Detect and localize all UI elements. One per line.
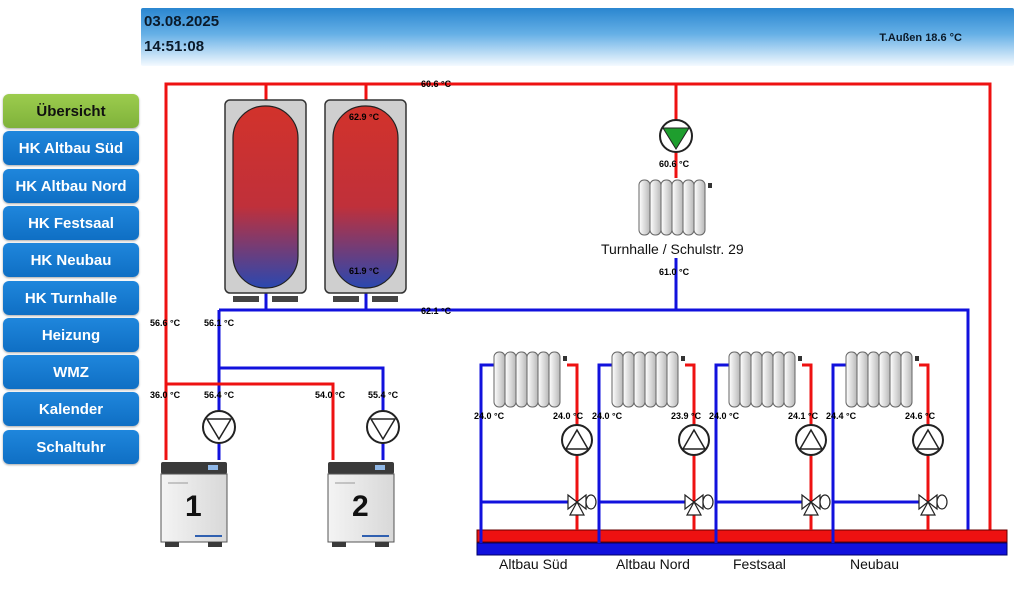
boiler-return-pipe-2	[219, 366, 385, 460]
festsaal-label: Festsaal	[733, 556, 786, 572]
neubau-radiator-icon	[845, 351, 919, 408]
temp-boiler2-flow: 54.0 °C	[315, 390, 346, 400]
altbau-nord-radiator-icon	[611, 351, 685, 408]
date-display: 03.08.2025	[144, 13, 220, 30]
temp-boiler1-flow: 36.0 °C	[150, 390, 181, 400]
temp-altbau-sued-return: 24.0 °C	[474, 411, 505, 421]
altbau-nord-pump-icon[interactable]	[678, 424, 710, 456]
circuit-festsaal	[714, 351, 831, 543]
outside-temperature: T.Außen 18.6 °C	[879, 32, 962, 44]
festsaal-mixing-valve-icon[interactable]	[801, 493, 831, 516]
boiler1-pump-icon[interactable]	[202, 410, 236, 444]
nav-hk-festsaal-button[interactable]: HK Festsaal	[3, 206, 139, 240]
boiler2-number: 2	[352, 490, 369, 523]
nav-hk-neubau-button[interactable]: HK Neubau	[3, 243, 139, 277]
pipes	[164, 82, 992, 545]
nav-hk-turnhalle-button[interactable]: HK Turnhalle	[3, 281, 139, 315]
boiler-1	[160, 462, 228, 547]
buffer-tank-2	[324, 99, 407, 302]
altbau-nord-label: Altbau Nord	[616, 556, 690, 572]
altbau-sued-radiator-icon	[493, 351, 567, 408]
temp-tank2-bottom: 61.9 °C	[349, 266, 380, 276]
main-flow-pipe	[164, 82, 992, 530]
temp-festsaal-return: 24.0 °C	[709, 411, 740, 421]
nav-schaltuhr-button[interactable]: Schaltuhr	[3, 430, 139, 464]
buffer-tank-1	[224, 99, 307, 302]
temp-boiler1-return: 56.4 °C	[204, 390, 235, 400]
altbau-nord-mixing-valve-icon[interactable]	[684, 493, 714, 516]
nav-heizung-button[interactable]: Heizung	[3, 318, 139, 352]
boiler1-number: 1	[185, 490, 202, 523]
turnhalle-radiator-icon	[638, 179, 712, 236]
altbau-sued-label: Altbau Süd	[499, 556, 568, 572]
header-bar: 03.08.2025 14:51:08 T.Außen 18.6 °C	[141, 8, 1014, 66]
temp-boiler2-return: 55.4 °C	[368, 390, 399, 400]
circuit-altbau-sued	[479, 351, 597, 543]
turnhalle-label: Turnhalle / Schulstr. 29	[601, 241, 744, 257]
temp-flow-main: 60.6 °C	[421, 79, 452, 89]
distributor-return-bar	[476, 542, 1008, 556]
altbau-sued-mixing-valve-icon[interactable]	[567, 493, 597, 516]
festsaal-radiator-icon	[728, 351, 802, 408]
temp-neubau-flow: 24.6 °C	[905, 411, 936, 421]
neubau-label: Neubau	[850, 556, 900, 572]
temp-altbau-nord-flow: 23.9 °C	[671, 411, 702, 421]
temp-return-main: 62.1 °C	[421, 306, 452, 316]
temp-neubau-return: 24.4 °C	[826, 411, 857, 421]
circuit-altbau-nord	[597, 351, 714, 543]
neubau-pump-icon[interactable]	[912, 424, 944, 456]
time-display: 14:51:08	[144, 38, 205, 55]
nav-hk-altbau-sued-button[interactable]: HK Altbau Süd	[3, 131, 139, 165]
distributor-flow-bar	[476, 529, 1008, 543]
nav-uebersicht-button[interactable]: Übersicht	[3, 94, 139, 128]
temp-turnhalle-flow: 60.6 °C	[659, 159, 690, 169]
nav-hk-altbau-nord-button[interactable]: HK Altbau Nord	[3, 169, 139, 203]
temp-tank2-top: 62.9 °C	[349, 112, 380, 122]
temp-boiler-left: 56.6 °C	[150, 318, 181, 328]
circuit-neubau	[831, 351, 948, 543]
altbau-sued-pump-icon[interactable]	[561, 424, 593, 456]
temp-altbau-sued-flow: 24.0 °C	[553, 411, 584, 421]
nav-wmz-button[interactable]: WMZ	[3, 355, 139, 389]
temp-turnhalle-return: 61.0 °C	[659, 267, 690, 277]
nav-kalender-button[interactable]: Kalender	[3, 392, 139, 426]
main-return-pipe	[219, 308, 970, 545]
temp-altbau-nord-return: 24.0 °C	[592, 411, 623, 421]
neubau-mixing-valve-icon[interactable]	[918, 493, 948, 516]
turnhalle-pump-icon[interactable]	[659, 119, 693, 153]
temp-boiler-mid: 56.1 °C	[204, 318, 235, 328]
boiler-flow-pipe-1	[166, 382, 335, 460]
boiler2-pump-icon[interactable]	[366, 410, 400, 444]
temp-festsaal-flow: 24.1 °C	[788, 411, 819, 421]
festsaal-pump-icon[interactable]	[795, 424, 827, 456]
boiler-2	[327, 462, 395, 547]
